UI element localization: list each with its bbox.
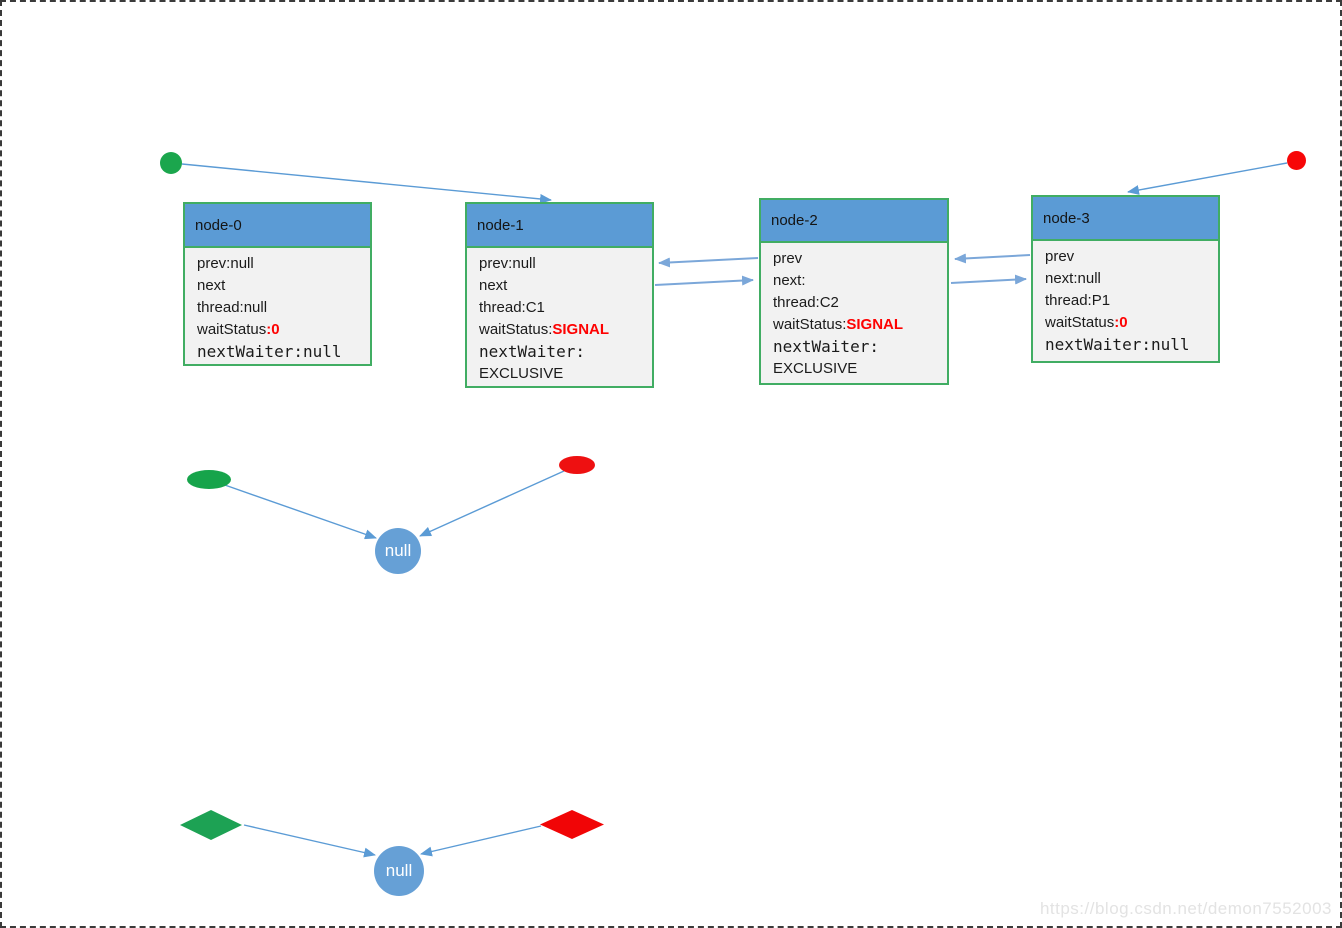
node-field-row: prev — [773, 250, 803, 267]
node-box-node-1: node-1 prev:null next thread:C1 waitStatus:… — [465, 202, 654, 388]
node-field-row: EXCLUSIVE — [479, 365, 564, 382]
node-field-row: prev:null — [479, 255, 536, 272]
edge-node3-prev-to-node2 — [954, 253, 1031, 264]
edge-head-dot-to-node1 — [181, 163, 552, 204]
node-field-row: prev:null — [197, 255, 254, 272]
watermark-text: https://blog.csdn.net/demon7552003 — [1039, 899, 1332, 918]
node-field-row: thread:C2 — [773, 294, 839, 311]
node-field-row: prev — [1045, 248, 1075, 265]
node-field-row: waitStatus:SIGNAL — [773, 316, 904, 333]
node-field-row: thread:C1 — [479, 299, 545, 316]
head-diamond — [180, 810, 242, 840]
null-circle-middle: null — [375, 528, 421, 574]
node-field-row: nextWaiter: — [479, 342, 585, 361]
edge-tail-dot-to-node3 — [1127, 162, 1288, 195]
head-ellipse — [187, 470, 231, 489]
node-field-row: nextWaiter: — [773, 337, 879, 356]
edge-node2-next-to-node3 — [950, 274, 1027, 285]
tail-diamond — [540, 810, 604, 839]
edge-tail-diamond-to-null — [420, 825, 542, 857]
null-label: null — [384, 541, 412, 560]
head-pointer-dot — [160, 152, 182, 174]
node-title-label: node-0 — [195, 216, 242, 234]
node-3-fields: prev next:null thread:P1 waitStatus:0 nextWa… — [1033, 241, 1218, 356]
node-2-title: node-2 — [761, 200, 947, 243]
node-1-fields: prev:null next thread:C1 waitStatus:SIGNAL n… — [467, 248, 652, 385]
edge-node1-next-to-node2 — [654, 275, 754, 286]
tail-pointer-dot — [1287, 151, 1306, 170]
node-field-row: next — [197, 277, 226, 294]
tail-ellipse — [559, 456, 595, 474]
node-2-fields: prev next: thread:C2 waitStatus:SIGNAL nextW… — [761, 243, 947, 380]
node-title-label: node-3 — [1043, 209, 1090, 227]
node-field-row: nextWaiter:null — [1045, 335, 1190, 354]
edge-head-ellipse-to-null — [221, 483, 377, 540]
node-box-node-2: node-2 prev next: thread:C2 waitStatus:SIGN… — [759, 198, 949, 385]
edge-head-diamond-to-null — [243, 824, 376, 858]
edge-node2-prev-to-node1 — [658, 257, 759, 268]
node-field-row: waitStatus:0 — [197, 321, 280, 338]
edge-tail-ellipse-to-null — [419, 470, 565, 537]
node-3-title: node-3 — [1033, 197, 1218, 241]
node-box-node-0: node-0 prev:null next thread:null waitStatu… — [183, 202, 372, 366]
node-title-label: node-2 — [771, 212, 818, 229]
node-0-fields: prev:null next thread:null waitStatus:0 next… — [185, 248, 370, 363]
node-box-node-3: node-3 prev next:null thread:P1 waitStatus:… — [1031, 195, 1220, 363]
node-field-row: nextWaiter:null — [197, 342, 342, 361]
node-field-row: next:null — [1045, 270, 1101, 287]
node-1-title: node-1 — [467, 204, 652, 248]
node-0-title: node-0 — [185, 204, 370, 248]
node-title-label: node-1 — [477, 216, 524, 234]
node-field-row: thread:null — [197, 299, 268, 316]
node-field-row: waitStatus:0 — [1045, 314, 1128, 331]
null-label: null — [385, 861, 413, 880]
node-field-row: waitStatus:SIGNAL — [479, 321, 610, 338]
node-field-row: next — [479, 277, 508, 294]
node-field-row: EXCLUSIVE — [773, 360, 858, 377]
null-circle-bottom: null — [374, 846, 424, 896]
node-field-row: next: — [773, 272, 806, 289]
node-field-row: thread:P1 — [1045, 292, 1111, 309]
